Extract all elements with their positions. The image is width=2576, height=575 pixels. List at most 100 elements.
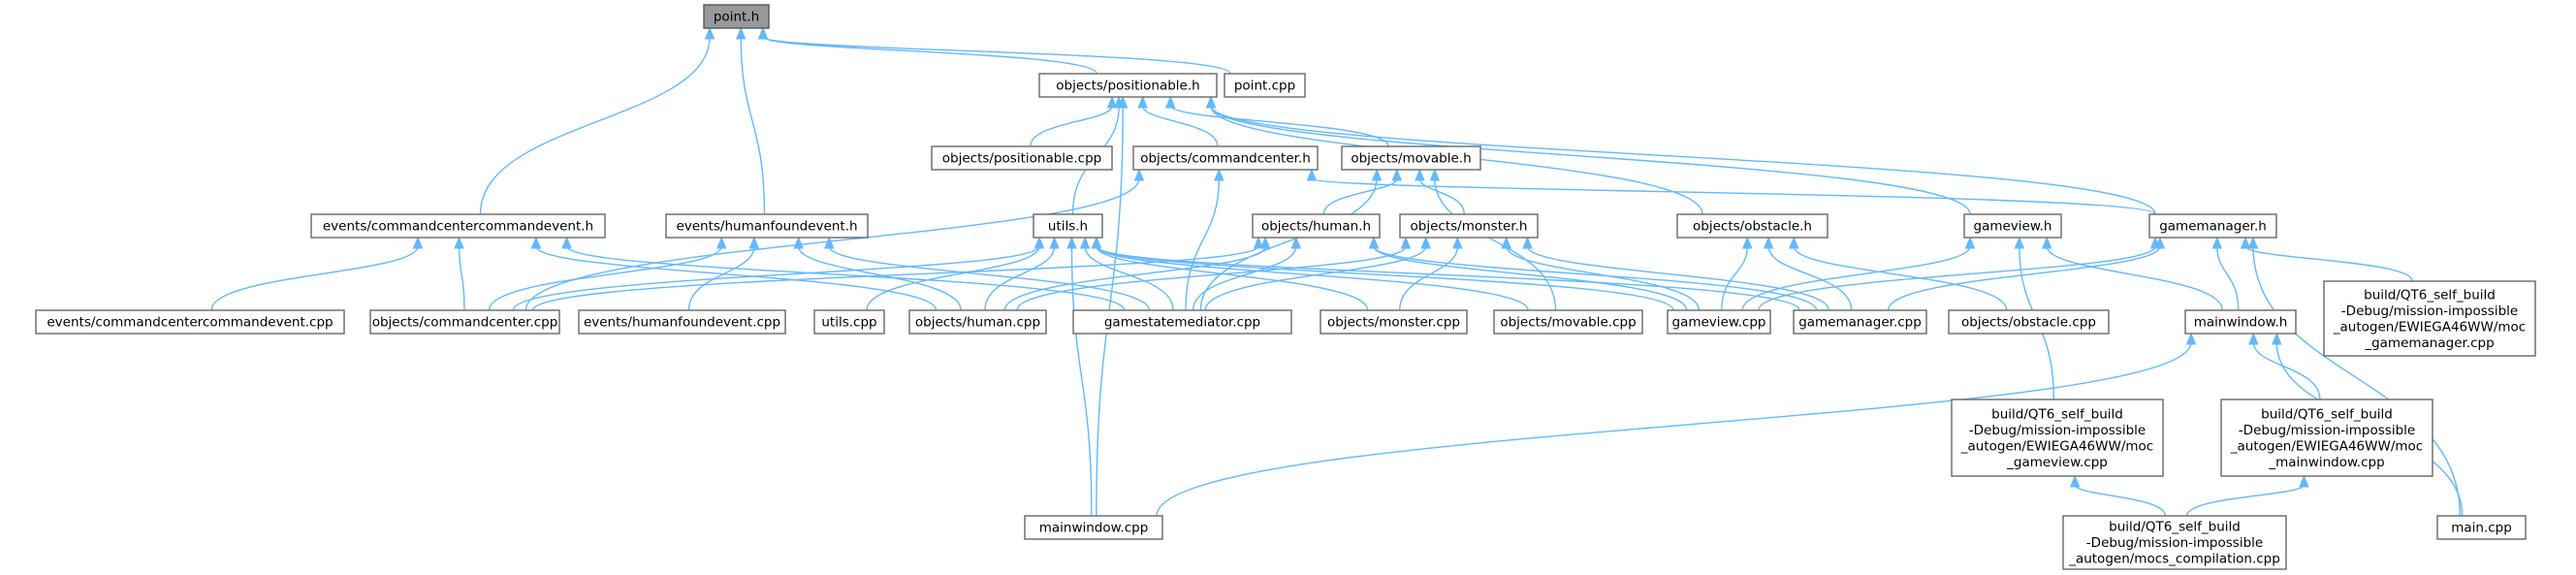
node-monster-cpp[interactable]: objects/monster.cpp bbox=[1320, 309, 1468, 335]
node-moc-mainwindow[interactable]: build/QT6_self_build-Debug/mission-impos… bbox=[2220, 399, 2433, 477]
node-label: -Debug/mission-impossible bbox=[2086, 535, 2263, 551]
node-ccevent-h[interactable]: events/commandcentercommandevent.h bbox=[310, 213, 606, 239]
node-movable-cpp[interactable]: objects/movable.cpp bbox=[1493, 309, 1643, 335]
edge-commandcenter-cpp-to-ccevent-h bbox=[458, 245, 465, 311]
node-box bbox=[1493, 309, 1643, 335]
node-label: utils.cpp bbox=[821, 315, 876, 331]
edge-arrowhead bbox=[412, 236, 424, 249]
edge-gameview-cpp-to-gamemanager-h bbox=[1758, 245, 2156, 311]
edge-arrowhead bbox=[2154, 236, 2166, 249]
edge-mainwindow-h-to-gamemanager-h bbox=[2216, 245, 2240, 311]
node-movable-h[interactable]: objects/movable.h bbox=[1341, 145, 1481, 171]
node-box bbox=[1024, 515, 1163, 540]
edge-arrowhead bbox=[748, 236, 760, 249]
node-gameview-cpp[interactable]: gameview.cpp bbox=[1667, 309, 1771, 335]
edge-ccevent-h-to-point-h bbox=[479, 36, 711, 215]
edge-gamemanager-h-to-positionable-h bbox=[1210, 105, 2156, 215]
node-mocs-compilation[interactable]: build/QT6_self_build-Debug/mission-impos… bbox=[2062, 515, 2287, 570]
node-box bbox=[2062, 515, 2287, 570]
node-label: build/QT6_self_build bbox=[2364, 287, 2496, 303]
edge-obstacle-cpp-to-obstacle-h bbox=[1793, 245, 2008, 311]
node-label: point.cpp bbox=[1234, 79, 1295, 94]
node-positionable-cpp[interactable]: objects/positionable.cpp bbox=[931, 145, 1113, 171]
node-label: objects/obstacle.h bbox=[1693, 219, 1812, 235]
edge-gamemanager-cpp-to-obstacle-h bbox=[1767, 245, 1853, 311]
node-mainwindow-cpp[interactable]: mainwindow.cpp bbox=[1024, 515, 1163, 540]
node-label: objects/positionable.cpp bbox=[942, 151, 1101, 167]
node-mainwindow-h[interactable]: mainwindow.h bbox=[2184, 309, 2297, 335]
edge-arrowhead bbox=[2211, 236, 2223, 249]
edge-arrowhead bbox=[1290, 236, 1302, 249]
edge-main-cpp-to-gamemanager-h bbox=[2252, 245, 2462, 517]
node-label: objects/movable.h bbox=[1351, 151, 1471, 167]
node-hfevent-cpp[interactable]: events/humanfoundevent.cpp bbox=[578, 309, 786, 335]
node-human-cpp[interactable]: objects/human.cpp bbox=[908, 309, 1047, 335]
node-obstacle-cpp[interactable]: objects/obstacle.cpp bbox=[1948, 309, 2110, 335]
edge-gamemanager-cpp-to-utils-h bbox=[1096, 245, 1800, 311]
node-box bbox=[1948, 309, 2110, 335]
node-gsm-cpp[interactable]: gamestatemediator.cpp bbox=[1072, 309, 1292, 335]
node-box bbox=[2148, 213, 2277, 239]
node-box bbox=[1033, 213, 1103, 239]
node-obstacle-h[interactable]: objects/obstacle.h bbox=[1676, 213, 1829, 239]
node-box bbox=[2184, 309, 2297, 335]
node-gameview-h[interactable]: gameview.h bbox=[1963, 213, 2062, 239]
node-moc-gameview[interactable]: build/QT6_self_build-Debug/mission-impos… bbox=[1951, 399, 2164, 477]
edge-arrowhead bbox=[454, 236, 464, 249]
node-monster-h[interactable]: objects/monster.h bbox=[1399, 213, 1539, 239]
node-utils-cpp[interactable]: utils.cpp bbox=[813, 309, 885, 335]
edge-monster-h-to-movable-h bbox=[1418, 177, 1465, 215]
node-box bbox=[1038, 73, 1218, 98]
node-point-cpp[interactable]: point.cpp bbox=[1224, 73, 1306, 98]
edge-arrowhead bbox=[1371, 168, 1383, 181]
node-box bbox=[1667, 309, 1771, 335]
node-label: build/QT6_self_build bbox=[1991, 406, 2123, 422]
edge-gameview-cpp-to-gameview-h bbox=[1741, 245, 1971, 311]
node-label: gamemanager.cpp bbox=[1798, 315, 1922, 331]
node-moc-gamemanager[interactable]: build/QT6_self_build-Debug/mission-impos… bbox=[2323, 280, 2536, 357]
node-box bbox=[703, 4, 770, 29]
node-label: objects/commandcenter.cpp bbox=[372, 315, 558, 331]
edge-human-cpp-to-human-h bbox=[1003, 245, 1266, 311]
node-gamemanager-cpp[interactable]: gamemanager.cpp bbox=[1793, 309, 1927, 335]
node-ccevent-cpp[interactable]: events/commandcentercommandevent.cpp bbox=[35, 309, 345, 335]
node-commandcenter-h[interactable]: objects/commandcenter.h bbox=[1132, 145, 1319, 171]
node-hfevent-h[interactable]: events/humanfoundevent.h bbox=[665, 213, 869, 239]
node-human-h[interactable]: objects/human.h bbox=[1252, 213, 1381, 239]
edge-arrowhead bbox=[1522, 236, 1533, 249]
edge-gsm-cpp-to-monster-h bbox=[1204, 245, 1427, 311]
node-point-h[interactable]: point.h bbox=[703, 4, 770, 29]
node-box bbox=[1951, 399, 2164, 477]
node-label: _autogen/EWIEGA46WW/moc bbox=[2333, 319, 2526, 335]
edge-gameview-cpp-to-utils-h bbox=[1096, 245, 1674, 311]
edge-gameview-cpp-to-human-h bbox=[1373, 245, 1688, 311]
edge-human-cpp-to-ccevent-h bbox=[535, 245, 938, 311]
edge-arrowhead bbox=[1066, 236, 1077, 249]
nodes-layer: point.h point.cpp objects/positionable.h ob… bbox=[35, 4, 2536, 570]
node-positionable-h[interactable]: objects/positionable.h bbox=[1038, 73, 1218, 98]
edge-arrowhead bbox=[2299, 474, 2309, 488]
edge-moc-mainwindow-to-mainwindow-h bbox=[2252, 341, 2321, 400]
edge-movable-cpp-to-utils-h bbox=[1096, 245, 1529, 311]
node-label: objects/human.h bbox=[1261, 219, 1371, 235]
edge-gamemanager-cpp-to-monster-h bbox=[1526, 245, 1829, 311]
edge-arrowhead bbox=[1133, 168, 1145, 181]
edge-mainwindow-h-to-gameview-h bbox=[2046, 245, 2223, 311]
edge-human-h-to-movable-h bbox=[1322, 177, 1398, 215]
node-label: events/commandcentercommandevent.h bbox=[323, 219, 593, 235]
node-label: objects/positionable.h bbox=[1056, 79, 1199, 94]
edge-arrowhead bbox=[1253, 236, 1264, 249]
edge-movable-h-to-positionable-h bbox=[1169, 105, 1389, 147]
edge-arrowhead bbox=[2240, 236, 2251, 249]
edge-hfevent-cpp-to-hfevent-h bbox=[687, 245, 755, 311]
node-commandcenter-cpp[interactable]: objects/commandcenter.cpp bbox=[369, 309, 560, 335]
node-label: objects/human.cpp bbox=[915, 315, 1040, 331]
edge-mocs-compilation-to-moc-mainwindow bbox=[2185, 484, 2306, 517]
node-label: objects/monster.cpp bbox=[1327, 315, 1460, 331]
node-gamemanager-h[interactable]: gamemanager.h bbox=[2148, 213, 2277, 239]
edge-arrowhead bbox=[1137, 95, 1148, 109]
edge-arrowhead bbox=[1763, 236, 1774, 249]
node-main-cpp[interactable]: main.cpp bbox=[2436, 515, 2527, 540]
edge-commandcenter-h-to-positionable-h bbox=[1141, 105, 1219, 147]
node-utils-h[interactable]: utils.h bbox=[1033, 213, 1103, 239]
